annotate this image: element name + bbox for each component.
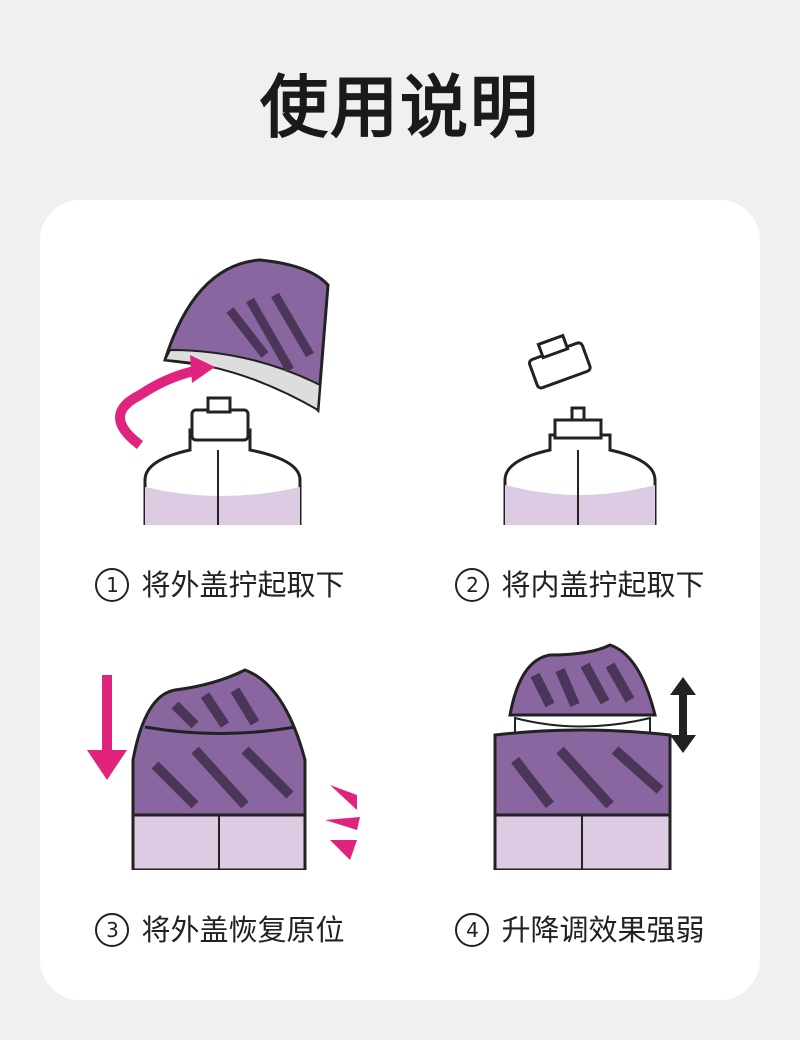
step-3-illustration <box>87 668 360 870</box>
bottle-cap-icon <box>190 408 250 442</box>
down-arrow-icon <box>102 675 112 755</box>
outer-cap-icon <box>131 668 307 817</box>
step-4-illustration <box>493 643 696 870</box>
up-down-arrow-icon <box>670 677 696 753</box>
outer-cap-icon <box>508 643 657 717</box>
step-1-illustration <box>115 258 330 525</box>
page-title: 使用说明 <box>259 69 540 148</box>
inner-cap-icon <box>528 333 592 390</box>
rotate-arrow-icon <box>115 365 201 449</box>
click-mark-icon <box>325 785 360 860</box>
step-2-illustration <box>503 333 657 525</box>
